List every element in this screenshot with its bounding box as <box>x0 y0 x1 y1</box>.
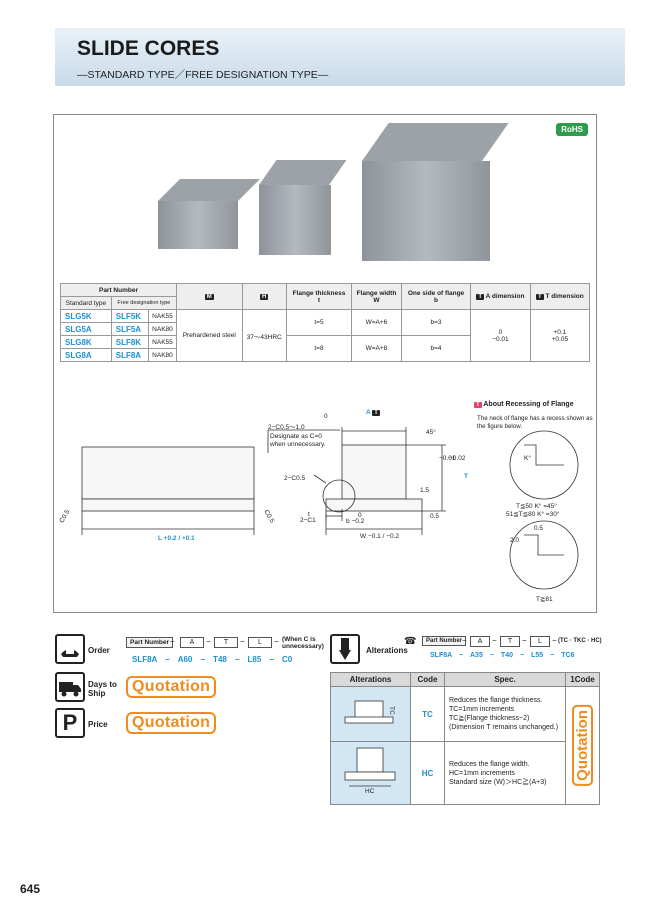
order-seg-t: T <box>214 637 238 648</box>
order-seg-a: A <box>180 637 204 648</box>
alt-pn-label: Part Number <box>422 636 467 646</box>
b-tol-zero: 0 <box>358 512 362 519</box>
table-row: HC HC Reduces the flange width. HC=1mm i… <box>330 741 600 805</box>
page-title: SLIDE CORES <box>77 37 220 60</box>
alt-seg-l: L <box>530 636 550 647</box>
b-label: b −0.2 <box>346 518 365 525</box>
table-row: SLG8K SLF8K NAK55 t=8 W=A+8 b=4 <box>60 335 590 362</box>
price-icon: P <box>55 708 85 738</box>
alt-seg-a: A <box>470 636 490 647</box>
t-small-label: t <box>308 511 310 518</box>
hc-spec: Reduces the flange width. HC=1mm increme… <box>444 741 566 805</box>
page-header: SLIDE CORES —STANDARD TYPE／FREE DESIGNAT… <box>55 28 625 86</box>
alt-header: Spec. <box>444 672 566 687</box>
tol-002: −0.02 <box>449 455 466 462</box>
tolerance-icon: T <box>372 410 380 416</box>
truck-icon <box>55 672 85 702</box>
recess-desc: The neck of flange has a recess shown as… <box>477 415 593 430</box>
c1-label: 2−C1 <box>300 517 316 524</box>
alt-header: Alterations <box>330 672 411 687</box>
material-icon: M <box>204 294 214 300</box>
r15-label: 1.5 <box>420 487 430 494</box>
table-row: SLG5A SLF5A NAK80 <box>60 322 590 336</box>
l-label: L +0.2 / +0.1 <box>158 535 195 542</box>
a-dim-label: A T <box>366 409 380 416</box>
order-seg-l: L <box>248 637 272 648</box>
th-a-dimension: T A dimension <box>470 283 531 310</box>
r05-label: 0.5 <box>430 513 440 520</box>
designate-note-1: Designate as C=0 <box>270 433 322 440</box>
page-subtitle: —STANDARD TYPE／FREE DESIGNATION TYPE— <box>77 69 329 81</box>
alt-header: Code <box>410 672 445 687</box>
product-image-small <box>158 179 260 249</box>
t81-note: T≧81 <box>536 596 553 603</box>
order-when-c: (When C is unnecessary) <box>282 636 324 650</box>
alt-suffix: (TC · TKC · HC) <box>558 638 602 644</box>
product-image-medium <box>259 160 347 255</box>
order-label: Order <box>88 646 110 655</box>
angle-label: 45° <box>426 429 436 436</box>
hardness-icon: H <box>260 294 269 300</box>
order-example: SLF8A − A60 − T48 − L85 − C0 <box>132 655 293 664</box>
recess-title: T About Recessing of Flange <box>474 401 574 408</box>
tolerance-icon: T <box>474 402 482 408</box>
table-row: TC TC Reduces the flange thickness. TC=1… <box>330 686 600 805</box>
tol-001: −0.01 <box>439 455 456 462</box>
t-dim-label: T <box>464 473 468 480</box>
k-label: K° <box>524 455 531 462</box>
hc-code: HC <box>410 741 445 805</box>
table-row: SLG8A SLF8A NAK80 <box>60 348 590 362</box>
r0-label: 0 <box>324 413 328 420</box>
alterations-table: Alterations Code Spec. 1Code TC TC Reduc… <box>330 672 600 805</box>
price-quotation: Quotation <box>126 712 217 734</box>
rohs-badge: RoHS <box>556 123 588 136</box>
alterations-label: Alterations <box>366 646 408 655</box>
th-hardness: H <box>241 283 287 310</box>
w-label: W −0.1 / −0.2 <box>360 533 400 540</box>
c05-label: 2−C0.5 <box>284 475 306 482</box>
tolerance-icon: T <box>535 294 544 300</box>
tc-figure: TC <box>330 686 411 742</box>
designate-note-2: when unnecessary. <box>270 441 326 448</box>
th-standard-type: Standard type <box>60 296 112 310</box>
tc-code: TC <box>410 686 445 742</box>
technical-drawing: 2−C0.5～1.0 Designate as C=0 when unneces… <box>54 395 598 614</box>
order-pn-label: Part Number <box>126 637 174 648</box>
th-part-number: Part Number <box>60 283 177 297</box>
page-number: 645 <box>20 882 41 896</box>
alt-seg-t: T <box>500 636 520 647</box>
alt-header: 1Code <box>565 672 600 687</box>
th-material: M <box>176 283 243 310</box>
alt-example: SLF8A − A35 − T40 − L55 − TC6 <box>430 652 575 659</box>
table-row: SLG5K SLF5K NAK55 Prehardened steel 37～4… <box>60 309 591 362</box>
k-note-1: T≦50 K° =45° <box>516 503 557 510</box>
product-image-large <box>362 123 509 263</box>
phone-icon <box>55 634 85 664</box>
tolerance-icon: T <box>476 294 485 300</box>
drawing-lines <box>81 427 579 590</box>
dim-05: 0.5 <box>534 525 544 532</box>
k-note-2: 51≦T≦80 K° =30° <box>506 511 560 518</box>
hc-figure: HC <box>330 741 411 805</box>
alterations-icon <box>330 634 360 664</box>
phone-icon: ☎ <box>404 636 417 647</box>
tc-spec: Reduces the flange thickness. TC=1mm inc… <box>444 686 566 742</box>
price-label: Price <box>88 720 108 729</box>
alt-quotation: Quotation <box>572 705 593 786</box>
th-free-type: Free designation type <box>110 296 178 310</box>
dim-20: 2.0 <box>510 537 520 544</box>
days-quotation: Quotation <box>126 676 217 698</box>
th-t-dimension: T T dimension <box>529 283 591 310</box>
chamfer-note: 2−C0.5～1.0 <box>268 424 305 431</box>
days-label: Days to Ship <box>88 680 117 698</box>
